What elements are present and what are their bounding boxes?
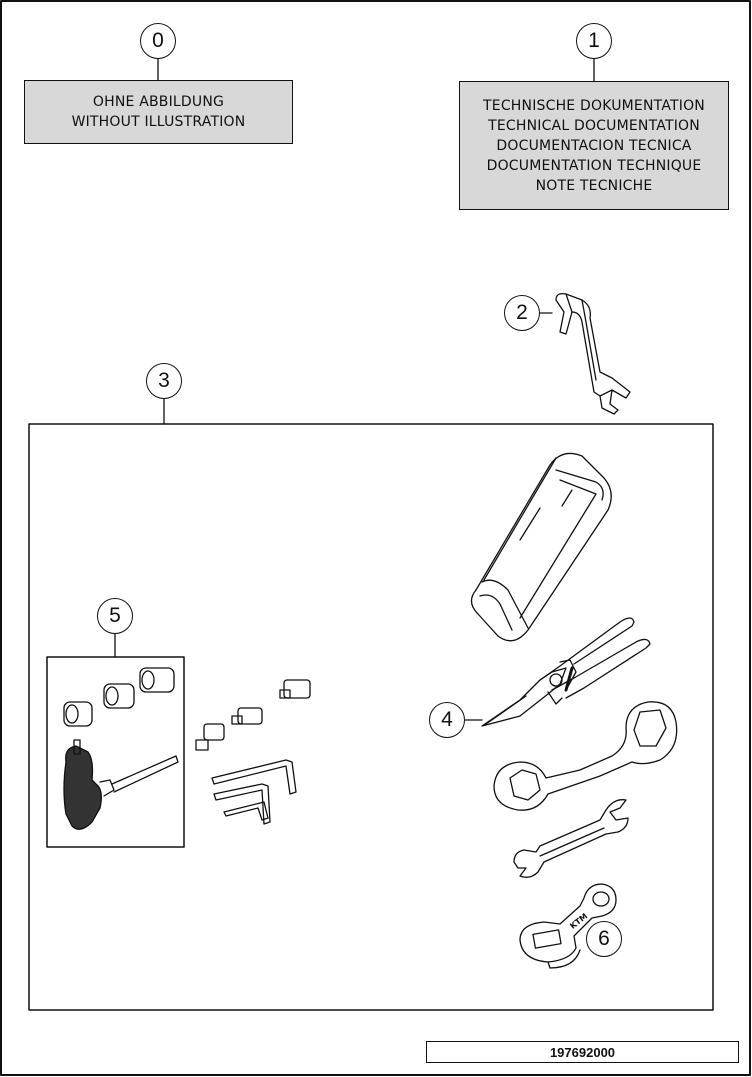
label-line: TECHNICAL DOCUMENTATION xyxy=(488,117,700,134)
callout-1: 1 xyxy=(576,23,612,59)
tool-pouch-drawing xyxy=(470,452,612,642)
t-handle-driver-drawing xyxy=(63,739,179,830)
label-line: OHNE ABBILDUNG xyxy=(92,94,225,110)
label-line: NOTE TECNICHE xyxy=(535,177,653,194)
open-end-wrench-drawing xyxy=(513,799,629,878)
label-line: TECHNISCHE DOKUMENTATION xyxy=(483,97,705,114)
callout-2: 2 xyxy=(504,295,540,331)
ktm-wrench-drawing xyxy=(519,883,617,969)
label-line: DOCUMENTACION TECNICA xyxy=(496,137,692,154)
pliers-drawing xyxy=(481,617,651,727)
label-line: WITHOUT ILLUSTRATION xyxy=(71,114,246,130)
without-illustration-label: OHNE ABBILDUNG WITHOUT ILLUSTRATION xyxy=(24,80,293,144)
callout-6: 6 xyxy=(586,921,622,957)
callout-0: 0 xyxy=(140,23,176,59)
sockets-drawing xyxy=(63,667,175,727)
spanner-detail-stroke xyxy=(564,666,574,692)
spanner-large-drawing xyxy=(493,701,678,811)
bit-set-box xyxy=(46,656,185,848)
callout-5: 5 xyxy=(97,598,133,634)
part-number: 197692000 xyxy=(426,1041,739,1063)
allen-keys-drawing xyxy=(211,759,297,825)
technical-documentation-label: TECHNISCHE DOKUMENTATION TECHNICAL DOCUM… xyxy=(459,81,729,210)
hook-tool-drawing xyxy=(555,292,631,415)
kit-box xyxy=(28,423,714,1011)
callout-4: 4 xyxy=(429,702,465,738)
label-line: DOCUMENTATION TECHNIQUE xyxy=(486,157,702,174)
bits-drawing xyxy=(195,679,311,751)
callout-3: 3 xyxy=(146,363,182,399)
